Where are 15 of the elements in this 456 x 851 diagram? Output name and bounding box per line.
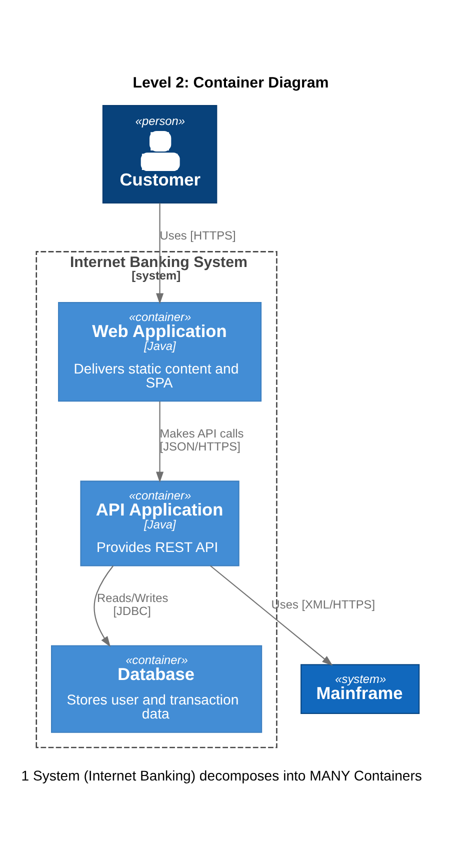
edge-label: Makes API calls [JSON/HTTPS] xyxy=(160,426,244,454)
arrow xyxy=(210,564,333,666)
node-box: «system» Mainframe xyxy=(300,664,420,714)
node-box: «container» Web Application [Java] Delivers static content and SPA xyxy=(58,302,262,402)
node-box: «person» Customer xyxy=(102,104,218,204)
edge-label: Uses [HTTPS] xyxy=(160,228,236,242)
edge-label: Uses [XML/HTTPS] xyxy=(271,597,376,612)
diagram-title: Level 2: Container Diagram xyxy=(132,74,329,91)
caption: 1 System (Internet Banking) decomposes into MANY Containers xyxy=(21,766,422,783)
arrow xyxy=(156,400,164,482)
arrow xyxy=(156,202,164,304)
node-box: «container» API Application [Java] Provides REST API xyxy=(80,480,240,566)
edge-label: Reads/Writes [JDBC] xyxy=(97,590,168,618)
node-box: «container» Database Stores user and transaction data xyxy=(51,644,262,732)
arrow xyxy=(94,565,114,647)
